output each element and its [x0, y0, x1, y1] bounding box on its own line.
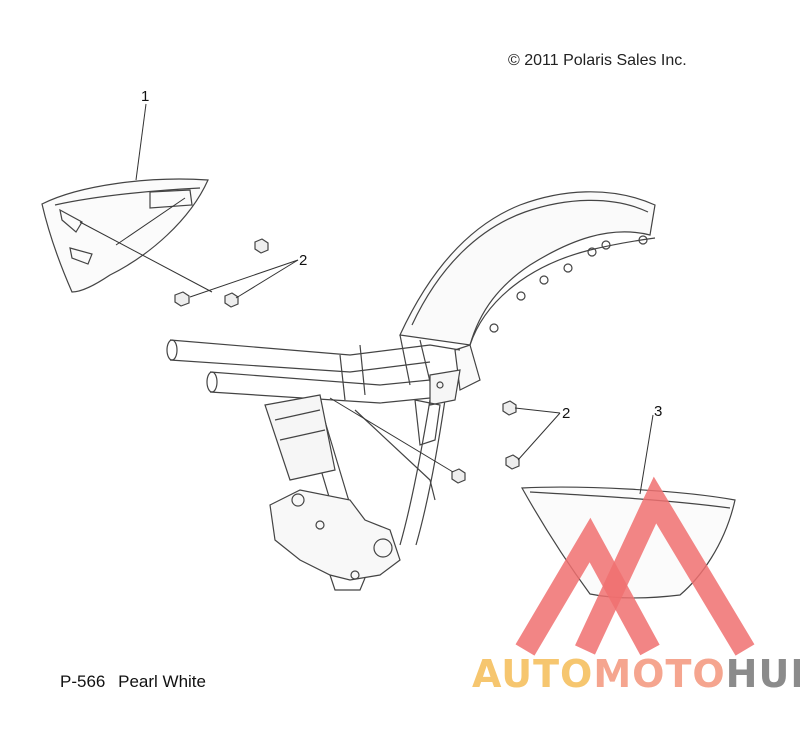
watermark-part: AUTO	[472, 652, 594, 696]
watermark-logo-shape	[515, 476, 755, 656]
watermark-part: MOTO	[593, 652, 726, 696]
copyright-notice: © 2011 Polaris Sales Inc.	[508, 52, 687, 69]
side-cover-left	[41, 178, 209, 293]
watermark-part: HUB	[725, 652, 800, 696]
callout-label: 2	[562, 405, 571, 422]
part-code: P-566	[60, 672, 106, 691]
nut-fasteners	[174, 238, 520, 484]
callout-label: 2	[299, 252, 308, 269]
callout-label: 3	[654, 403, 663, 420]
leader-lines	[79, 103, 654, 495]
color-name: Pearl White	[118, 672, 206, 691]
callout-label: 1	[141, 88, 150, 105]
diagram-caption: P-566 Pearl White	[60, 672, 214, 692]
motorcycle-frame	[166, 191, 656, 591]
watermark-logo: AUTOMOTOHUB	[472, 652, 800, 696]
